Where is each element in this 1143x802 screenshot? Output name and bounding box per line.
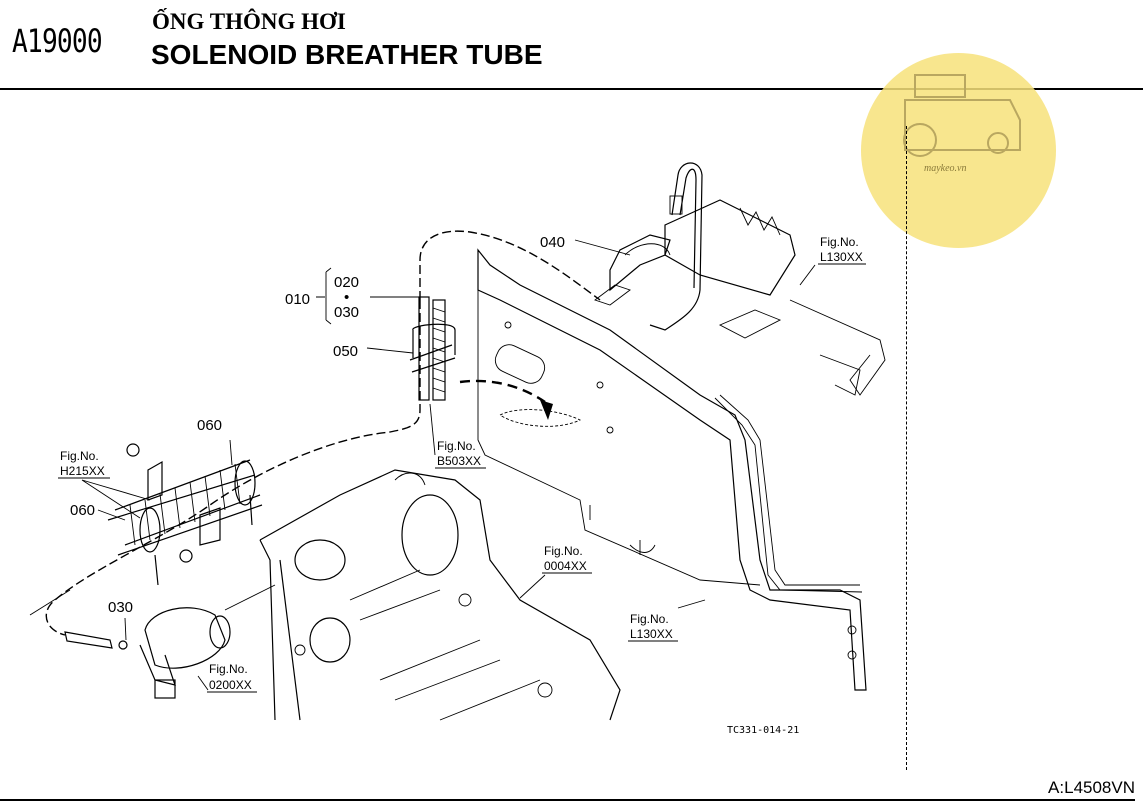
- section-divider: [906, 126, 907, 770]
- title-english: SOLENOID BREATHER TUBE: [151, 39, 543, 70]
- figref-h215: H215XX: [60, 464, 105, 478]
- clamp-010-assembly: [409, 296, 456, 401]
- breather-hose-top: [594, 162, 703, 331]
- label-part-060-left: 060: [70, 502, 95, 519]
- figref-l130-bottom: L130XX: [630, 627, 673, 641]
- spring-coil-assembly: [29, 443, 263, 616]
- leader-lines: [81, 239, 816, 691]
- label-part-030: 030: [334, 304, 359, 321]
- figref-0200: 0200XX: [209, 678, 252, 692]
- figref-b503: B503XX: [437, 454, 481, 468]
- page-reference: A:L4508VN: [1048, 778, 1135, 797]
- figref-0004-label: Fig.No.: [544, 544, 583, 558]
- figref-0200-label: Fig.No.: [209, 662, 248, 676]
- figref-h215-label: Fig.No.: [60, 449, 99, 463]
- figref-l130-top: L130XX: [820, 250, 863, 264]
- figref-b503-label: Fig.No.: [437, 439, 476, 453]
- solenoid-illustration: [64, 584, 276, 699]
- side-panel-illustration: [477, 199, 886, 691]
- header-rule: [0, 88, 1143, 90]
- figref-l130-top-label: Fig.No.: [820, 235, 859, 249]
- label-part-040: 040: [540, 234, 565, 251]
- watermark-text: maykeo.vn: [924, 163, 967, 174]
- label-part-010: 010: [285, 291, 310, 308]
- figref-l130-bottom-label: Fig.No.: [630, 612, 669, 626]
- label-part-030-solenoid: 030: [108, 599, 133, 616]
- breather-tube-line: [45, 230, 601, 636]
- label-part-050: 050: [333, 343, 358, 360]
- title-vietnamese: ỐNG THÔNG HƠI: [152, 9, 346, 34]
- label-part-020: 020: [334, 274, 359, 291]
- footer-rule: [0, 799, 1135, 801]
- figref-0004: 0004XX: [544, 559, 587, 573]
- engine-block-illustration: [259, 469, 621, 721]
- page-code: A19000: [12, 22, 103, 60]
- label-part-060-top: 060: [197, 417, 222, 434]
- label-part-separator: •: [344, 289, 349, 306]
- drawing-code: TC331-014-21: [727, 725, 799, 736]
